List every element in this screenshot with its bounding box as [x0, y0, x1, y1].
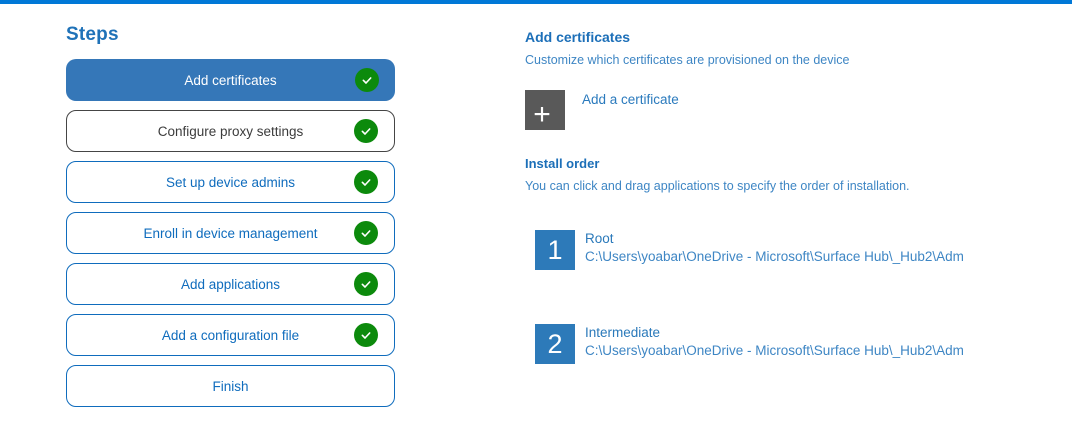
add-certificate-label: Add a certificate — [582, 92, 679, 107]
order-item-text: Root C:\Users\yoabar\OneDrive - Microsof… — [585, 230, 964, 270]
step-label: Add applications — [180, 276, 281, 292]
step-configure-proxy-settings[interactable]: Configure proxy settings — [66, 110, 395, 152]
certificate-name: Root — [585, 231, 614, 246]
step-content-panel: Add certificates Customize which certifi… — [525, 0, 1072, 443]
steps-panel-title: Steps — [66, 24, 119, 45]
steps-panel: Steps Add certificates Configure proxy s… — [66, 24, 395, 416]
step-complete-check-icon — [354, 221, 378, 245]
certificate-path: C:\Users\yoabar\OneDrive - Microsoft\Sur… — [585, 343, 964, 358]
step-add-certificates[interactable]: Add certificates — [66, 59, 395, 101]
page-title: Add certificates — [525, 29, 631, 45]
window-accent-bar — [0, 0, 1072, 4]
step-finish[interactable]: Finish — [66, 365, 395, 407]
install-order-item-root[interactable]: 1 Root C:\Users\yoabar\OneDrive - Micros… — [535, 230, 1072, 270]
certificate-path: C:\Users\yoabar\OneDrive - Microsoft\Sur… — [585, 249, 964, 264]
step-add-a-configuration-file[interactable]: Add a configuration file — [66, 314, 395, 356]
add-certificate-button[interactable]: + Add a certificate — [525, 90, 679, 130]
step-label: Add a configuration file — [161, 327, 300, 343]
step-label: Finish — [212, 378, 249, 394]
step-set-up-device-admins[interactable]: Set up device admins — [66, 161, 395, 203]
step-complete-check-icon — [354, 272, 378, 296]
step-enroll-in-device-management[interactable]: Enroll in device management — [66, 212, 395, 254]
certificate-name: Intermediate — [585, 325, 661, 340]
step-complete-check-icon — [355, 68, 379, 92]
page-subtitle: Customize which certificates are provisi… — [525, 53, 850, 67]
step-label: Set up device admins — [165, 174, 296, 190]
install-order-item-intermediate[interactable]: 2 Intermediate C:\Users\yoabar\OneDrive … — [535, 324, 1072, 364]
order-number-tile: 1 — [535, 230, 575, 270]
step-label: Configure proxy settings — [157, 123, 304, 139]
install-order-title: Install order — [525, 156, 600, 171]
step-label: Enroll in device management — [143, 225, 318, 241]
step-label: Add certificates — [184, 72, 277, 88]
order-item-text: Intermediate C:\Users\yoabar\OneDrive - … — [585, 324, 964, 364]
step-add-applications[interactable]: Add applications — [66, 263, 395, 305]
plus-icon[interactable]: + — [525, 90, 565, 130]
install-order-description: You can click and drag applications to s… — [525, 179, 910, 193]
step-complete-check-icon — [354, 323, 378, 347]
step-complete-check-icon — [354, 170, 378, 194]
order-number-tile: 2 — [535, 324, 575, 364]
step-complete-check-icon — [354, 119, 378, 143]
